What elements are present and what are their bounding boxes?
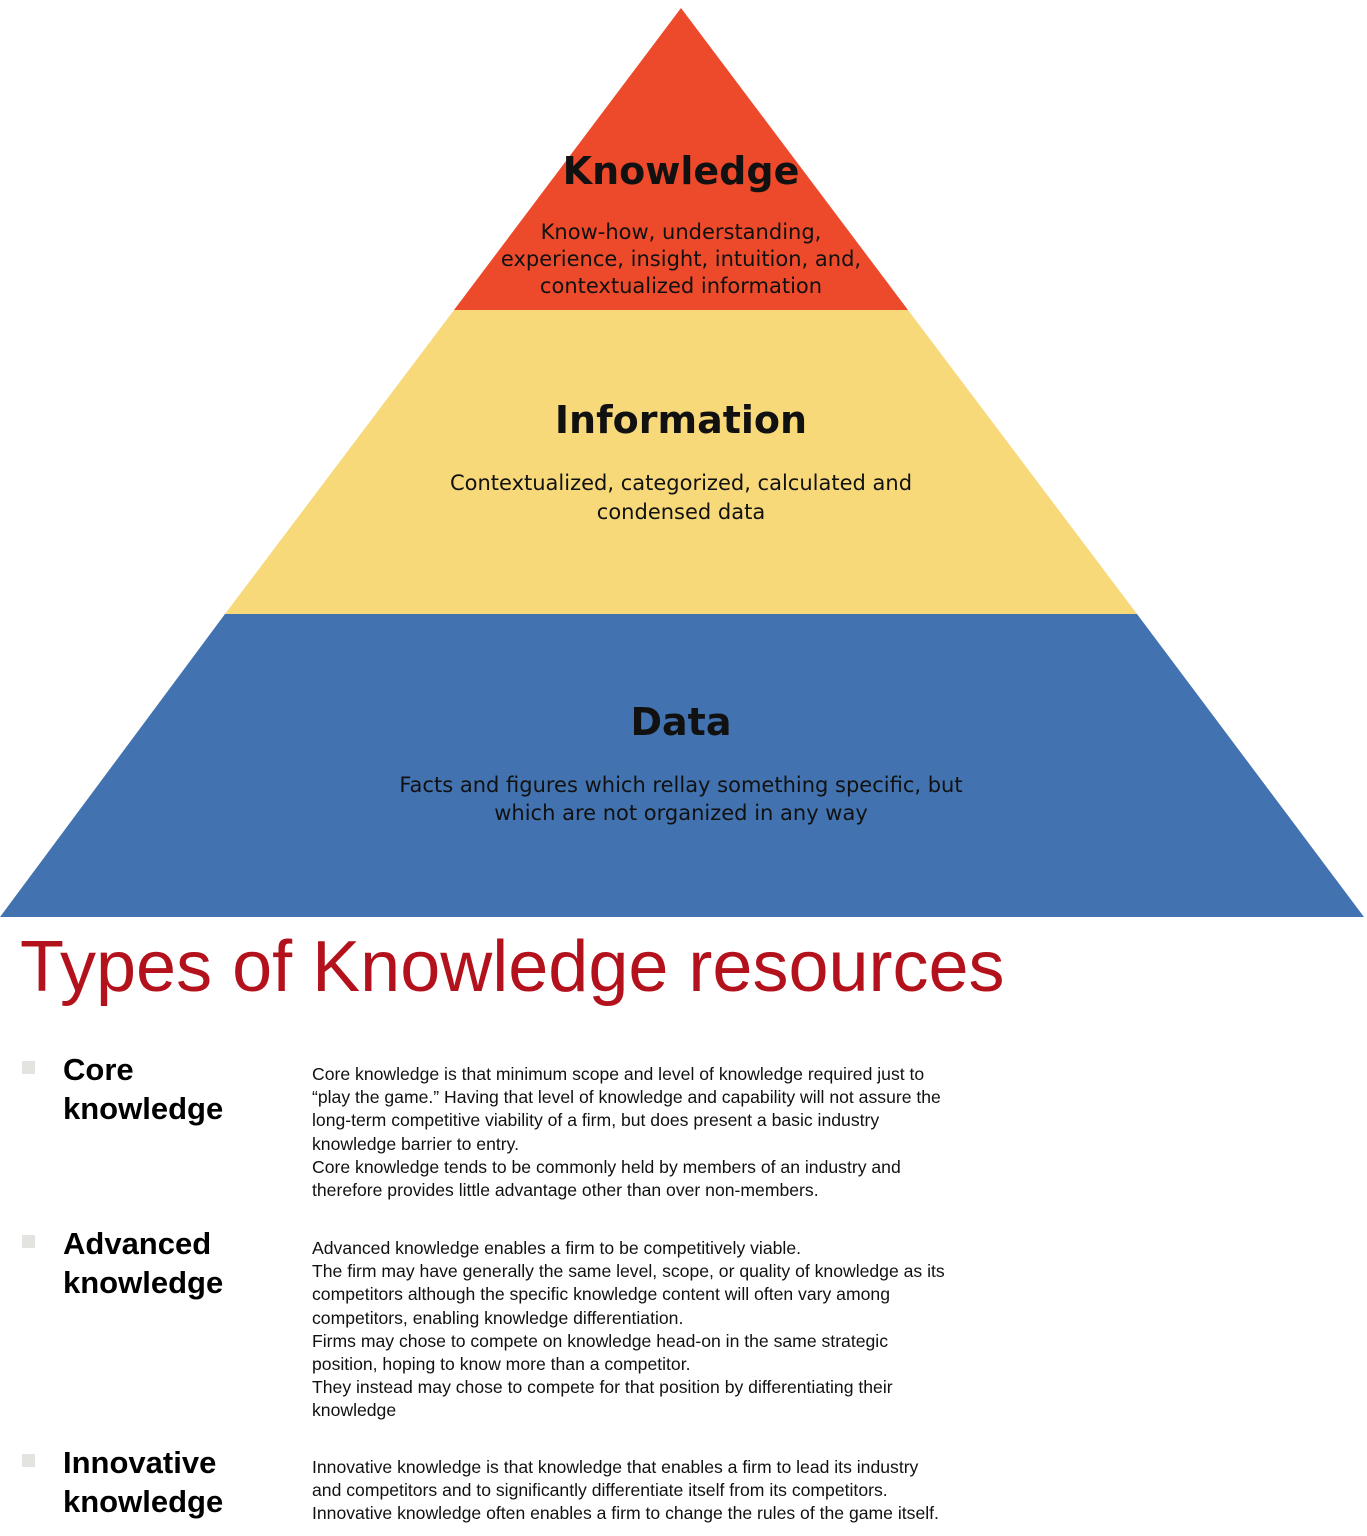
type-name: Core knowledge [63,1050,293,1128]
section-title: Types of Knowledge resources [20,927,1005,1007]
pyramid-tier-data [0,614,1364,917]
type-name-line: Advanced [63,1226,212,1261]
description-line: “play the game.” Having that level of kn… [312,1087,941,1108]
square-bullet-icon [22,1061,35,1074]
description-line: competitors, enabling knowledge differen… [312,1307,684,1328]
description-line: position, hoping to know more than a com… [312,1354,691,1375]
description-line: long-term competitive viability of a fir… [312,1110,880,1131]
square-bullet-icon [22,1454,35,1467]
description-line: Advanced knowledge enables a firm to be … [312,1238,801,1258]
tier-description-line: Facts and figures which rellay something… [399,773,962,797]
pyramid-tier-information [225,310,1137,614]
description-line: Innovative knowledge often enables a fir… [312,1503,939,1524]
type-name-line: Innovative [63,1445,217,1480]
tier-description-line: condensed data [597,500,765,524]
type-name-line: knowledge [63,1265,224,1300]
description-line: knowledge [312,1400,397,1421]
tier-description-line: experience, insight, intuition, and, [501,247,861,271]
description-line: They instead may chose to compete for th… [312,1377,893,1398]
type-description: Advanced knowledge enables a firm to be … [312,1237,1022,1423]
tier-title-data: Data [631,700,732,744]
tier-description-line: contextualized information [540,274,822,298]
type-description: Core knowledge is that minimum scope and… [312,1063,1022,1202]
dikw-pyramid: Knowledge Know-how, understanding, exper… [0,8,1364,917]
description-line: Core knowledge tends to be commonly held… [312,1156,901,1177]
type-name: Innovative knowledge [63,1443,293,1521]
type-name-line: knowledge [63,1091,224,1126]
description-line: Innovative knowledge is that knowledge t… [312,1457,919,1477]
pyramid-tier-knowledge [454,8,908,310]
tier-title-knowledge: Knowledge [563,149,800,193]
description-line: therefore provides little advantage othe… [312,1180,819,1201]
tier-title-information: Information [555,398,807,442]
description-line: Core knowledge is that minimum scope and… [312,1064,925,1084]
type-name-line: Core [63,1052,134,1087]
description-line: Firms may chose to compete on knowledge … [312,1330,888,1351]
tier-description-line: which are not organized in any way [494,801,868,825]
tier-description-line: Contextualized, categorized, calculated … [450,471,912,495]
type-name-line: knowledge [63,1484,224,1519]
square-bullet-icon [22,1235,35,1248]
description-line: and competitors and to significantly dif… [312,1480,888,1501]
type-name: Advanced knowledge [63,1224,293,1302]
description-line: The firm may have generally the same lev… [312,1261,945,1282]
description-line: knowledge barrier to entry. [312,1133,519,1154]
description-line: competitors although the specific knowle… [312,1284,890,1305]
type-description: Innovative knowledge is that knowledge t… [312,1456,1022,1526]
tier-description-line: Know-how, understanding, [541,220,822,244]
